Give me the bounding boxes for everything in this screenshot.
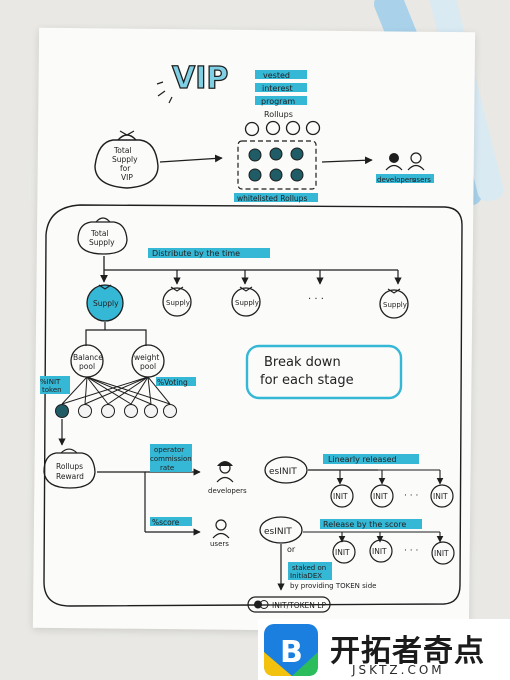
whitelisted-rollups-box (237, 140, 317, 190)
esinit-linear-label: esINIT (269, 467, 297, 477)
break-down-line-2: for each stage (260, 373, 354, 388)
staked-text-1: staked on (292, 564, 326, 572)
operator-text-1: operator (154, 446, 184, 454)
rollups-label: Rollups (264, 110, 293, 119)
brand-title: 开拓者奇点 (330, 634, 485, 669)
vip-title: VIP (172, 61, 228, 96)
stage-developers: developers (208, 487, 247, 495)
break-down-line-1: Break down (264, 355, 341, 370)
staked-text-2: InitiaDEX (290, 572, 322, 580)
supply-bag-4: Supply (379, 288, 409, 319)
lp-label: INIT/TOKEN LP (272, 601, 326, 610)
total-supply-bag: Total Supply for VIP (94, 130, 159, 189)
voting-label: %Voting (157, 378, 188, 387)
score-release-label: Release by the score (323, 520, 406, 529)
init-l3: INIT (433, 492, 448, 501)
whitelisted-label: whitelisted Rollups (237, 194, 307, 203)
bag-text-2: Supply (112, 155, 138, 164)
bag-text-1: Total (113, 146, 132, 155)
init-s-dots: · · · (404, 546, 418, 556)
init-s1: INIT (335, 548, 350, 557)
distribute-label: Distribute by the time (152, 249, 240, 258)
brand-logo: B (264, 624, 318, 676)
supply-1-label: Supply (93, 299, 119, 308)
init-token-text-2: token (42, 386, 62, 394)
staked-text-3: by providing TOKEN side (290, 582, 376, 590)
supply-3-label: Supply (235, 299, 259, 307)
esinit-score-label: esINIT (264, 527, 292, 537)
stage-user-figure (212, 519, 230, 539)
rollup-circles-filled (248, 147, 304, 182)
score-label: %score (152, 518, 180, 527)
stage-frame (43, 204, 463, 607)
lp-pill (247, 596, 331, 613)
linear-label: Linearly released (328, 455, 397, 464)
init-s2: INIT (372, 547, 387, 556)
subtitle-line-2: interest (262, 84, 293, 93)
subtitle-line-3: program (261, 97, 295, 106)
stage-supply-text-1: Total (90, 229, 109, 238)
weight-pool: weight pool (131, 344, 165, 378)
weight-pool-text-1: weight (134, 353, 159, 362)
rollup-circles-empty (244, 120, 321, 137)
init-circles-linear (330, 484, 454, 508)
operator-text-3: rate (160, 464, 174, 472)
brand-url: JSKTZ.COM (352, 663, 445, 677)
balance-pool: Balance pool (70, 344, 104, 378)
init-s3: INIT (434, 549, 449, 558)
svg-text:B: B (280, 635, 303, 670)
supply-bag-3: Supply (231, 286, 261, 317)
subtitle-line-1: vested (263, 71, 290, 80)
supply-bag-2: Supply (162, 286, 192, 317)
reward-text-2: Reward (56, 472, 84, 481)
supply-4-label: Supply (383, 301, 407, 309)
or-label: or (287, 545, 296, 554)
init-l1: INIT (333, 492, 348, 501)
pool-link-lines (61, 376, 171, 405)
supply-bag-1: Supply (86, 284, 124, 322)
user-figure (407, 152, 425, 171)
init-l-dots: · · · (404, 491, 418, 501)
rollups-reward-bag: Rollups Reward (43, 448, 96, 489)
stage-users: users (210, 540, 229, 548)
init-l2: INIT (373, 492, 388, 501)
esinit-score (259, 516, 303, 544)
reward-text-1: Rollups (56, 462, 83, 471)
break-down-box (245, 344, 403, 400)
users-top: users (412, 176, 431, 184)
bag-text-3: for (120, 164, 131, 173)
operator-text-2: commission (150, 455, 192, 463)
stage-total-supply-bag: Total Supply (77, 217, 128, 255)
rollup-small-circles (55, 404, 177, 418)
developers-top: developers (377, 176, 416, 184)
developer-figure (385, 153, 403, 171)
balance-pool-text-2: pool (79, 362, 95, 371)
init-circles-score (332, 539, 455, 565)
bag-text-4: VIP (121, 173, 133, 182)
weight-pool-text-2: pool (140, 362, 156, 371)
supply-dots: · · · (308, 294, 324, 305)
stage-supply-text-2: Supply (89, 238, 115, 247)
balance-pool-text-1: Balance (73, 353, 103, 362)
supply-2-label: Supply (166, 299, 190, 307)
init-token-text-1: %INIT (40, 378, 61, 386)
stage-developer-figure (216, 461, 234, 483)
esinit-linear (264, 456, 308, 484)
